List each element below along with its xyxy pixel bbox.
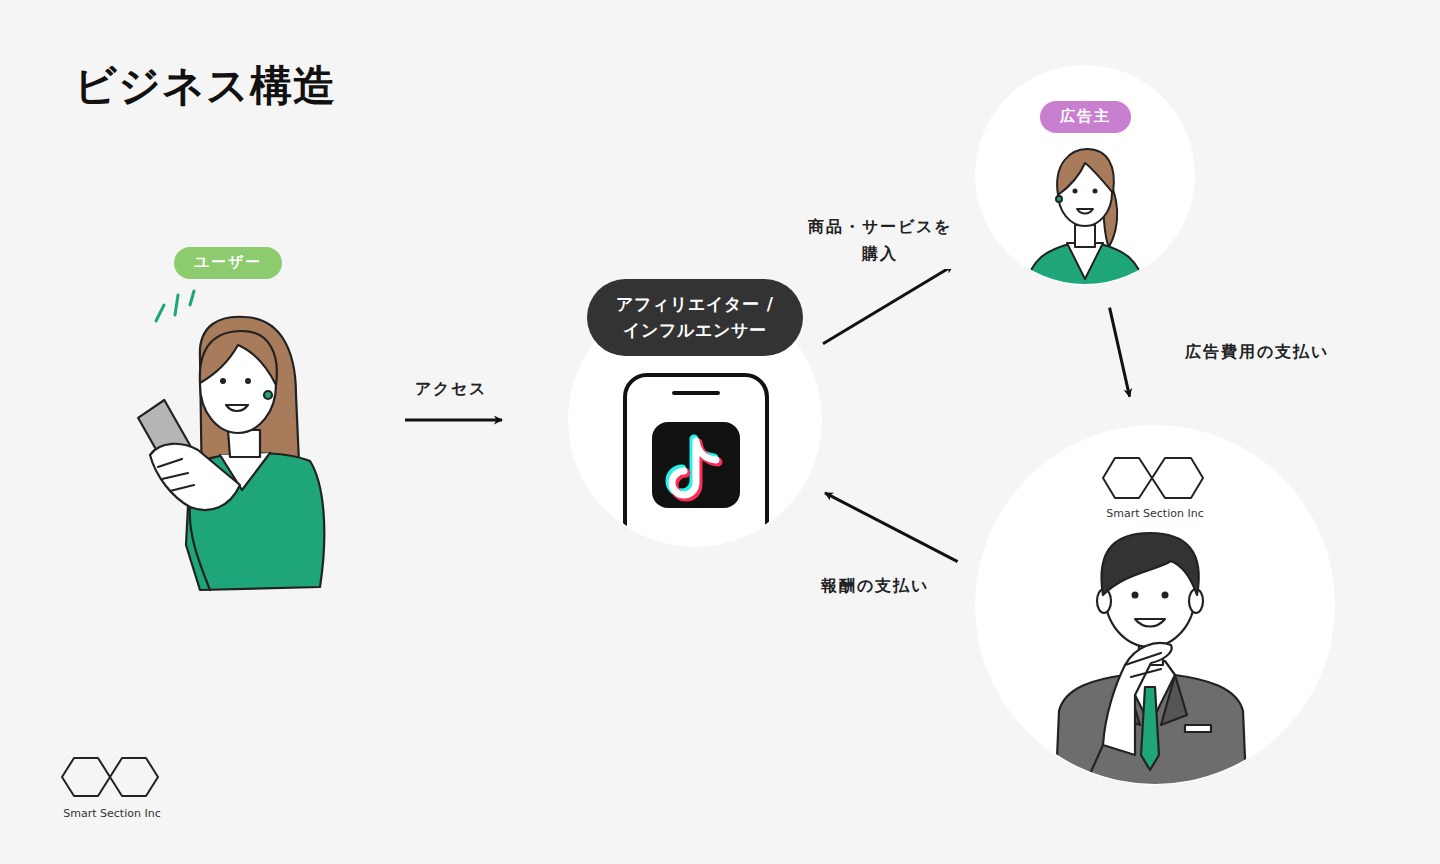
edge-label: 報酬の支払い	[817, 570, 933, 601]
user-illustration	[120, 245, 335, 595]
flow-arrow	[825, 493, 958, 562]
logo-caption: Smart Section Inc	[63, 807, 160, 820]
role-pill: アフィリエイター / インフルエンサー	[587, 279, 803, 356]
advertiser-illustration	[975, 65, 1195, 285]
company-illustration	[975, 425, 1335, 785]
affiliate-circle: アフィリエイター / インフルエンサー	[568, 293, 822, 547]
user-node: ユーザー	[120, 245, 335, 595]
edge-label: 広告費用の支払い	[1181, 336, 1333, 367]
flow-arrow	[405, 419, 502, 422]
company-logo	[60, 755, 164, 801]
advertiser-circle: 広告主	[975, 65, 1195, 285]
edge-label: 商品・サービスを 購入	[801, 211, 959, 269]
role-pill: ユーザー	[174, 247, 282, 279]
diagram-title: ビジネス構造	[74, 58, 336, 114]
logo-caption: Smart Section Inc	[1106, 507, 1203, 520]
role-pill: 広告主	[1040, 101, 1131, 133]
flow-arrow	[823, 266, 953, 344]
flow-arrow	[1110, 308, 1130, 397]
edge-label: アクセス	[411, 373, 491, 404]
company-circle: Smart Section Inc	[975, 425, 1335, 785]
